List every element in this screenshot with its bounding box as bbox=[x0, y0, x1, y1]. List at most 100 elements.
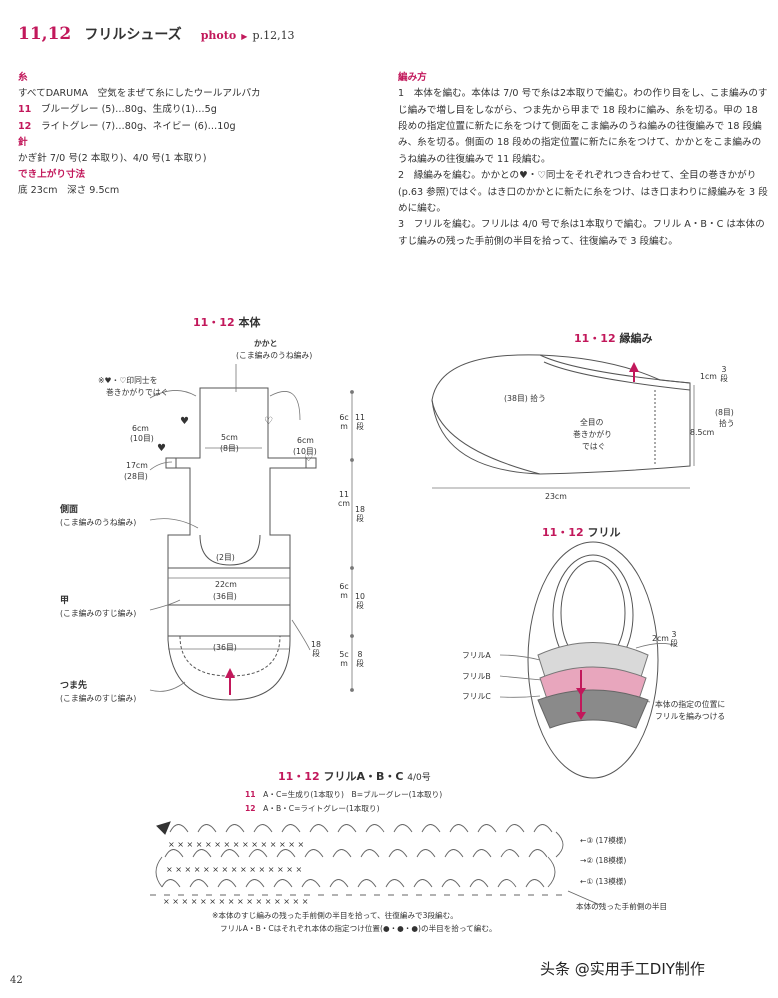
yarn-11-row: 11 ブルーグレー (5)…80g、生成り(1)…5g bbox=[18, 102, 261, 118]
dim-6cm-right: 6cm bbox=[297, 436, 314, 445]
edge-seam-1: 全目の bbox=[580, 418, 604, 427]
instruction-step-1: 1 本体を編む。本体は 7/0 号で糸は2本取りで編む。わの作り目をし、こま編み… bbox=[398, 88, 768, 165]
chart-line-11: 11 A・C=生成り(1本取り) B=ブルーグレー(1本取り) bbox=[245, 790, 442, 800]
heart-open-icon: ♡ bbox=[264, 416, 273, 427]
chart-row-3: ←③ (17模様) bbox=[580, 836, 627, 845]
edge-dim-8-5cm: 8.5cm bbox=[690, 428, 715, 437]
edge-pick-8-b: 拾う bbox=[719, 419, 735, 428]
instruction-step-3: 3 フリルを編む。フリルは 4/0 号で糸は1本取りで編む。フリル A・B・C … bbox=[398, 219, 765, 247]
yarn-11-number: 11 bbox=[18, 104, 32, 116]
edge-diagram-title: 11・12 縁編み bbox=[574, 330, 652, 346]
photo-reference: p.12,13 bbox=[252, 29, 295, 42]
yarn-12-row: 12 ライトグレー (7)…80g、ネイビー (6)…10g bbox=[18, 119, 261, 135]
toe-label: つま先 bbox=[60, 681, 88, 691]
seam-note-2: 巻きかがりではぐ bbox=[106, 388, 169, 397]
v-dim-11cm: 11cm bbox=[338, 490, 350, 508]
chart-11-text: A・C=生成り(1本取り) B=ブルーグレー(1本取り) bbox=[263, 790, 443, 799]
materials-section: 糸 すべてDARUMA 空気をまぜて糸にしたウールアルパカ 11 ブルーグレー … bbox=[18, 70, 261, 200]
dim-22cm: 22cm bbox=[215, 580, 237, 589]
side-label: 側面 bbox=[60, 505, 79, 515]
frill-c-label: フリルC bbox=[462, 692, 491, 701]
watermark: 头条 @实用手工DIY制作 bbox=[540, 960, 705, 978]
chart-row-1: ←① (13模様) bbox=[580, 877, 627, 886]
body-diagram-title: 11・12 本体 bbox=[193, 314, 260, 330]
toe-sublabel: (こま編みのすじ編み) bbox=[60, 694, 137, 703]
chart-title-text: フリルA・B・C bbox=[323, 770, 404, 783]
yarn-heading: 糸 bbox=[18, 72, 28, 83]
v-dim-6cm-a: 6cm bbox=[339, 413, 349, 431]
side-sublabel: (こま編みのうね編み) bbox=[60, 518, 137, 527]
chart-remaining-label: 本体の残った手前側の半目 bbox=[576, 902, 668, 911]
frill-attach-2: フリルを編みつける bbox=[655, 712, 726, 721]
size-text: 底 23cm 深さ 9.5cm bbox=[18, 185, 120, 197]
edge-pick-8: (8目) bbox=[715, 408, 734, 417]
chart-line-12: 12 A・B・C=ライトグレー(1本取り) bbox=[245, 804, 380, 814]
edge-dim-23cm: 23cm bbox=[545, 492, 567, 501]
chart-note-2: フリルA・B・Cはそれぞれ本体の指定つけ位置(●・●・●)の半目を拾って編む。 bbox=[220, 924, 497, 933]
pattern-title: フリルシューズ bbox=[84, 27, 182, 43]
instep-label: 甲 bbox=[60, 596, 70, 606]
frill-dim-3dan: 3段 bbox=[670, 630, 678, 648]
yarn-12-text: ライトグレー (7)…80g、ネイビー (6)…10g bbox=[40, 120, 236, 132]
dim-28me: (28目) bbox=[124, 472, 148, 481]
frill-b-label: フリルB bbox=[462, 672, 491, 681]
frill-attach-1: 本体の指定の位置に bbox=[655, 700, 726, 709]
pattern-header: 11,12 フリルシューズ photo ▶ p.12,13 bbox=[18, 24, 295, 44]
yarn-11-text: ブルーグレー (5)…80g、生成り(1)…5g bbox=[40, 104, 217, 116]
dim-5cm: 5cm bbox=[221, 433, 238, 442]
dim-10me-left: (10目) bbox=[130, 434, 154, 443]
chart-row-2: →② (18模様) bbox=[580, 856, 627, 865]
crochet-chart-grid bbox=[150, 824, 601, 906]
body-pattern-outline bbox=[165, 387, 317, 701]
edge-title-number: 11・12 bbox=[574, 332, 616, 345]
triangle-right-icon: ▶ bbox=[241, 32, 248, 41]
chart-note-1: ※本体のすじ編みの残った手前側の半目を拾って、往復編みで3段編む。 bbox=[212, 911, 458, 920]
needle-heading: 針 bbox=[18, 136, 28, 148]
v-dim-6cm-b: 6cm bbox=[339, 582, 349, 600]
instep-sublabel: (こま編みのすじ編み) bbox=[60, 609, 137, 618]
instructions-section: 編み方 1 本体を編む。本体は 7/0 号で糸は2本取りで編む。わの作り目をし、… bbox=[398, 70, 770, 250]
frill-dim-2cm: 2cm bbox=[652, 634, 669, 643]
dim-10me-right: (10目) bbox=[293, 447, 317, 456]
yarn-description: すべてDARUMA 空気をまぜて糸にしたウールアルパカ bbox=[18, 88, 261, 100]
v-dim-10dan: 10段 bbox=[355, 592, 365, 610]
body-title-number: 11・12 bbox=[193, 316, 235, 329]
chart-title-number: 11・12 bbox=[278, 770, 320, 783]
frill-title-number: 11・12 bbox=[542, 526, 584, 539]
instruction-step-2: 2 縁編みを編む。かかとの♥・♡同士をそれぞれつき合わせて、全目の巻きかがり(p… bbox=[398, 170, 768, 215]
edge-pick-38: (38目) 拾う bbox=[504, 394, 546, 403]
frill-title-text: フリル bbox=[587, 526, 621, 539]
chart-hook-size: 4/0号 bbox=[407, 773, 431, 783]
dim-8me: (8目) bbox=[220, 444, 239, 453]
edge-seam-3: ではぐ bbox=[582, 442, 606, 451]
heart-open-icon-2: ♡ bbox=[304, 453, 313, 464]
edge-title-text: 縁編み bbox=[619, 332, 653, 345]
chart-12-text: A・B・C=ライトグレー(1本取り) bbox=[263, 804, 380, 813]
dim-18dan: 18段 bbox=[311, 640, 321, 658]
body-title-text: 本体 bbox=[238, 316, 261, 329]
frill-diagram-title: 11・12 フリル bbox=[542, 524, 620, 540]
dim-36me-top: (36目) bbox=[213, 592, 237, 601]
heart-filled-icon-2: ♥ bbox=[157, 443, 166, 454]
size-heading: でき上がり寸法 bbox=[18, 169, 86, 181]
v-dim-18dan: 18段 bbox=[355, 505, 365, 523]
edge-seam-2: 巻きかがり bbox=[573, 430, 612, 439]
photo-label: photo bbox=[200, 29, 237, 42]
dim-6cm-left: 6cm bbox=[132, 424, 149, 433]
heel-sublabel: (こま編みのうね編み) bbox=[236, 351, 313, 360]
v-dim-11dan: 11段 bbox=[355, 413, 365, 431]
v-dim-5cm: 5cm bbox=[339, 650, 349, 668]
instructions-heading: 編み方 bbox=[398, 72, 427, 83]
dim-36me-bottom: (36目) bbox=[213, 643, 237, 652]
chart-12-number: 12 bbox=[245, 804, 256, 813]
chart-title: 11・12 フリルA・B・C 4/0号 bbox=[278, 768, 431, 784]
heel-label: かかと bbox=[254, 339, 278, 348]
frill-a-label: フリルA bbox=[462, 651, 491, 660]
pattern-number: 11,12 bbox=[18, 24, 72, 44]
yarn-12-number: 12 bbox=[18, 120, 32, 132]
seam-note-1: ※♥・♡印同士を bbox=[98, 376, 158, 385]
edge-dim-1cm: 1cm bbox=[700, 372, 717, 381]
edge-dim-3dan: 3段 bbox=[720, 365, 728, 383]
svg-text:× × × × × × × × × × × × × × ×: × × × × × × × × × × × × × × × × bbox=[163, 897, 308, 906]
needle-text: かぎ針 7/0 号(2 本取り)、4/0 号(1 本取り) bbox=[18, 153, 207, 165]
